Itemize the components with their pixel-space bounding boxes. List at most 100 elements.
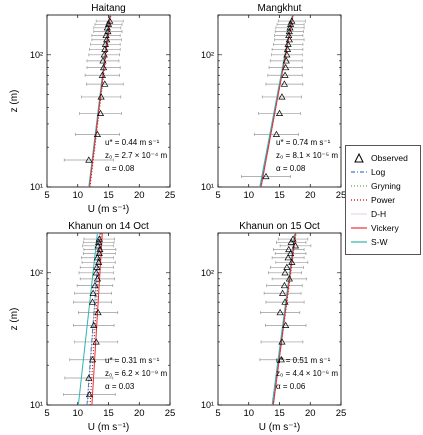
fit-line-power: [89, 15, 112, 187]
y-tick-label: 10²: [30, 50, 43, 60]
observed-point: [85, 390, 94, 398]
x-tick-label: 10: [243, 190, 254, 201]
plot-area: [46, 232, 171, 406]
fit-lines: [77, 233, 103, 405]
x-tick-label: 15: [274, 408, 285, 419]
fit-lines: [271, 233, 297, 405]
legend-item-power: Power: [350, 194, 420, 206]
fit-line-sw: [88, 15, 111, 187]
observed-point: [101, 40, 110, 47]
observed-point: [104, 27, 112, 35]
panel-2: Mangkhut 5 10 15 20 25 10¹ 10² u* = 0.74 m s⁻¹ z₀…: [201, 3, 346, 201]
y-axis-label: z (m): [9, 308, 20, 331]
x-tick-label: 10: [72, 190, 83, 201]
legend-item-dh: D-H: [350, 208, 420, 220]
y-tick-label: 10¹: [201, 182, 214, 192]
observed-point: [103, 36, 111, 43]
observed-point: [284, 254, 292, 261]
x-tick-label: 5: [44, 190, 49, 201]
legend-swatch-gryning: [350, 180, 368, 192]
legend-item-sw: S-W: [350, 236, 420, 248]
observed-point: [285, 275, 293, 282]
observed-point: [283, 263, 291, 270]
fit-line-vickery: [272, 233, 296, 405]
x-tick-label: 20: [305, 190, 316, 201]
annotation: α = 0.08: [105, 164, 135, 173]
observed-point: [282, 321, 290, 328]
legend-label-observed: Observed: [371, 153, 408, 163]
observed-point: [93, 263, 101, 270]
annotation: u* = 0.74 m s⁻¹: [276, 138, 331, 147]
legend-swatch-power: [350, 194, 368, 206]
y-tick-label: 10¹: [30, 400, 43, 410]
x-axis-label: U (m s⁻¹): [88, 422, 129, 433]
legend-item-gryning: Gryning: [350, 180, 420, 192]
legend-label-gryning: Gryning: [371, 181, 401, 191]
x-tick-label: 5: [44, 408, 49, 419]
annotation: α = 0.06: [276, 382, 306, 391]
annotation: α = 0.08: [276, 164, 306, 173]
observed-point: [275, 109, 284, 117]
x-tick-label: 5: [215, 190, 220, 201]
x-tick-label: 20: [134, 408, 145, 419]
legend-label-sw: S-W: [371, 237, 388, 247]
x-tick-label: 5: [215, 408, 220, 419]
plot-area: [46, 14, 171, 188]
observed-point: [93, 254, 102, 261]
y-tick-label: 10²: [201, 50, 214, 60]
x-tick-label: 25: [165, 408, 176, 419]
observed-point: [280, 281, 289, 289]
observed-point: [91, 281, 99, 289]
observed-point: [85, 156, 93, 163]
annotation: u* = 0.31 m s⁻¹: [105, 356, 160, 365]
x-tick-label: 20: [305, 408, 316, 419]
legend-swatch-dh: [350, 208, 368, 220]
observed-point: [282, 57, 290, 64]
panel-title: Khanun on 15 Oct: [239, 221, 320, 232]
observed-point: [100, 51, 108, 58]
observed-point: [289, 235, 297, 242]
y-tick-label: 10¹: [201, 400, 214, 410]
x-tick-label: 25: [336, 190, 347, 201]
observed-point: [284, 40, 292, 47]
observed-point: [287, 238, 295, 245]
fit-line-vickery: [91, 233, 103, 405]
legend-swatch-vickery: [350, 222, 368, 234]
plot-area: [217, 232, 342, 406]
observed-point: [277, 356, 285, 363]
y-tick-label: 10²: [30, 268, 43, 278]
observed-point: [283, 45, 292, 52]
observed-point: [282, 63, 290, 71]
annotation: z₀ = 4.4 × 10⁻⁶ m: [276, 369, 338, 378]
fit-line-sw: [271, 233, 296, 405]
x-tick-label: 15: [274, 190, 285, 201]
observed-point: [92, 338, 100, 345]
observed-point: [291, 242, 300, 249]
observed-point: [281, 71, 289, 78]
x-tick-label: 10: [72, 408, 83, 419]
observed-point: [278, 289, 287, 296]
x-tick-label: 20: [134, 190, 145, 201]
legend-label-power: Power: [371, 195, 396, 205]
fit-line-vickery: [260, 15, 294, 187]
fit-line-log: [86, 233, 101, 405]
plot-area: [217, 14, 342, 188]
panel-title: Mangkhut: [258, 3, 302, 14]
legend-item-vickery: Vickery: [350, 222, 420, 234]
observed-point: [286, 249, 295, 257]
annotation: z₀ = 8.1 × 10⁻⁵ m: [276, 151, 338, 160]
x-tick-label: 15: [103, 190, 114, 201]
legend-label-log: Log: [371, 167, 386, 177]
observed-point: [283, 51, 291, 58]
observed-point: [96, 109, 105, 117]
observed-point: [262, 172, 270, 180]
observed-point: [99, 63, 108, 71]
annotation: α = 0.03: [105, 382, 135, 391]
observed-point: [101, 45, 109, 52]
annotation: u* = 0.44 m s⁻¹: [105, 138, 160, 147]
y-tick-label: 10²: [201, 268, 214, 278]
panel-title: Haitang: [91, 3, 125, 14]
observed-point: [94, 242, 102, 249]
observed-point: [85, 374, 93, 381]
